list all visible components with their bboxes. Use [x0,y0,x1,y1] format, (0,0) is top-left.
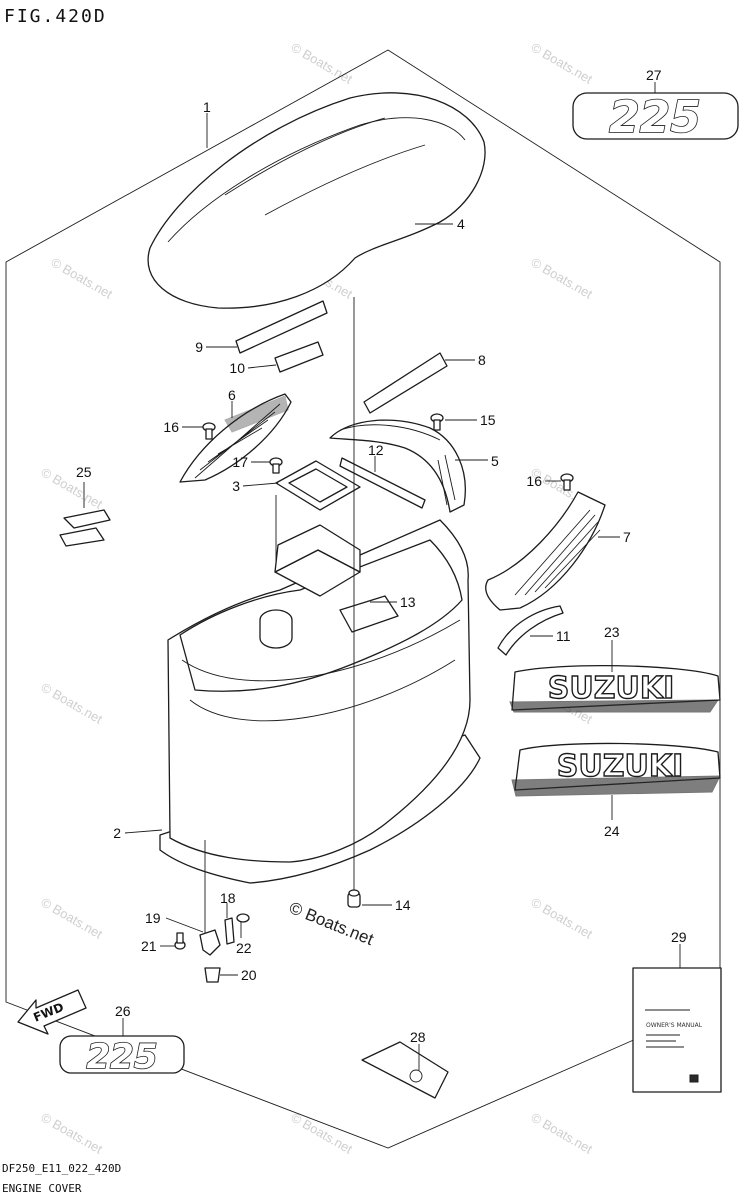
callout-23: 23 [604,624,620,640]
watermark-text: © Boats.net [39,895,106,942]
model-code: DF250_E11_022_420D [2,1162,121,1175]
callout-21: 21 [141,938,157,954]
badge-225-text: 225 [609,92,701,143]
screw-part-16-left [202,422,216,440]
service-sheet-part [361,1041,449,1099]
fasteners [174,413,574,983]
callout-25: 25 [76,464,92,480]
callout-3: 3 [232,478,240,494]
watermark-center: © Boats.net [287,898,377,949]
top-cover-part [147,92,486,309]
side-grille-left-part [179,393,292,483]
badge-225-text-lower: 225 [87,1037,158,1077]
section-name: ENGINE COVER [2,1182,82,1195]
side-grille-right-part [485,491,606,656]
callout-26: 26 [115,1003,131,1019]
suzuki-emblem-part [59,509,111,547]
alignment-lines [204,297,355,935]
callout-14: 14 [395,897,411,913]
screw-part-17 [269,457,283,474]
callout-16-right: 16 [526,473,542,489]
watermark-text: © Boats.net [529,255,596,302]
callout-28: 28 [410,1029,426,1045]
seal-part-9 [235,300,328,354]
brand-text-24: SUZUKI [557,749,684,784]
manual-title-text: OWNER'S MANUAL [646,1022,703,1029]
screw-part-15 [430,413,444,431]
watermark-text: © Boats.net [529,1110,596,1157]
brand-text-23: SUZUKI [548,671,675,706]
cap-detail [259,609,293,649]
seal-part-12 [339,457,426,509]
callout-18: 18 [220,890,236,906]
callout-20: 20 [241,967,257,983]
callout-11: 11 [556,628,571,644]
decal-225-lower-part: 225 [59,1035,185,1078]
watermark-text: © Boats.net [39,1110,106,1157]
watermark-text: © Boats.net [289,40,356,87]
callout-5: 5 [491,453,499,469]
callout-7: 7 [623,529,631,545]
leader-lines [83,82,681,1070]
callout-27: 27 [646,67,662,83]
seal-part-10 [274,341,324,373]
callout-17: 17 [232,454,248,470]
callout-10: 10 [229,360,245,376]
latch-part-19 [199,929,221,956]
screw-part-22 [236,913,250,923]
fwd-arrow-decal: FWD [17,989,87,1035]
callout-1: 1 [203,99,211,115]
watermark-text: © Boats.net [39,465,106,512]
decal-suzuki-24-part: SUZUKI [511,742,721,797]
watermark-text: © Boats.net [529,40,596,87]
owners-manual-part: OWNER'S MANUAL [632,967,722,1093]
decal-225-upper-part: 225 [572,91,739,144]
callout-12: 12 [368,442,384,458]
watermark-text: © Boats.net [529,895,596,942]
callout-8: 8 [478,352,486,368]
callout-9: 9 [195,339,203,355]
callout-4: 4 [457,216,465,232]
callout-24: 24 [604,823,620,839]
gasket-part-3 [275,460,361,511]
intake-duct-part [329,419,466,513]
hook-part-20 [204,967,221,983]
seal-part-8 [363,352,448,414]
bolt-part-21 [174,932,186,950]
callout-6: 6 [228,387,236,403]
bracket-part-18 [224,917,235,945]
fig-title: FIG.420D [4,6,107,27]
callout-16-left: 16 [163,419,179,435]
seal-strips [235,300,448,414]
callout-2: 2 [113,825,121,841]
seal-part-11 [497,605,564,656]
watermark-text: © Boats.net [39,680,106,727]
callout-numbers: 1 2 3 4 5 6 7 8 9 10 11 12 13 14 15 16 1… [76,67,687,1045]
callout-19: 19 [145,910,161,926]
callout-22: 22 [236,940,252,956]
watermark-text: © Boats.net [289,1110,356,1157]
callout-15: 15 [480,412,496,428]
engine-cover-part [159,519,481,884]
grommet-part-14 [347,889,361,908]
callout-29: 29 [671,929,687,945]
decal-suzuki-23-part: SUZUKI [509,664,721,713]
watermark-text: © Boats.net [49,255,116,302]
screw-part-16-right [560,473,574,491]
callout-13: 13 [400,594,416,610]
